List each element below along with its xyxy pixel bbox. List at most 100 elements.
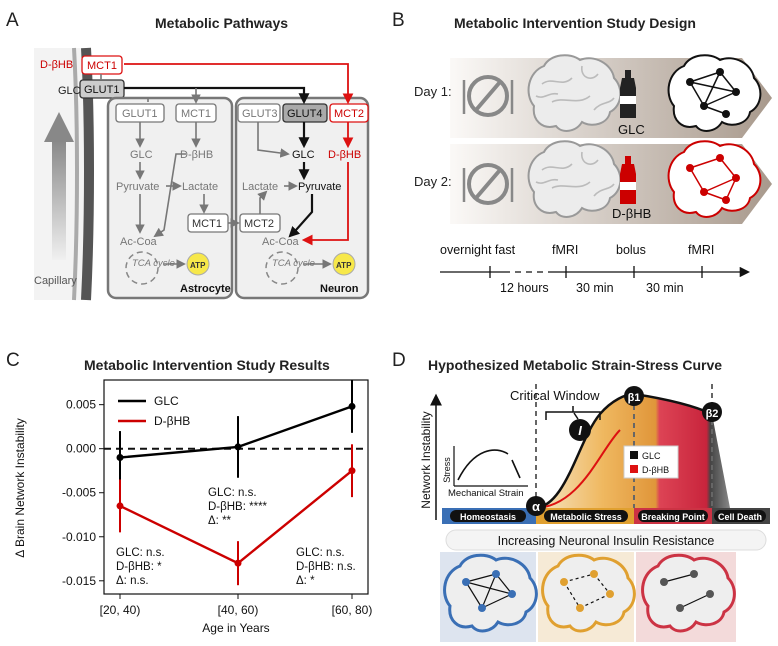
- neuron-lactate: Lactate: [242, 181, 278, 193]
- stage-breaking-point: Breaking Point: [641, 512, 705, 522]
- fast-icon-day2: [462, 163, 514, 205]
- y-tick-label: -0.010: [62, 530, 96, 544]
- annotation-group-1: GLC: n.s. D-βHB: * Δ: n.s.: [116, 547, 165, 587]
- insulin-resistance-banner: Increasing Neuronal Insulin Resistance: [498, 534, 715, 548]
- panel-d-title: Hypothesized Metabolic Strain-Stress Cur…: [428, 357, 722, 373]
- neuron-glut4: GLUT4: [287, 108, 322, 120]
- data-point: [348, 467, 356, 475]
- data-point: [348, 402, 356, 410]
- panel-d: D Hypothesized Metabolic Strain-Stress C…: [392, 350, 770, 642]
- data-point: [116, 502, 124, 510]
- astrocyte-label: Astrocyte: [180, 283, 231, 295]
- panel-c: C Metabolic Intervention Study Results 0…: [6, 350, 372, 635]
- beta2-marker-icon: [702, 402, 722, 422]
- glut1-top-label: GLUT1: [84, 84, 119, 96]
- data-point: [234, 443, 242, 451]
- astro-glut1: GLUT1: [122, 108, 157, 120]
- legend-dbhb: D-βHB: [154, 414, 190, 428]
- neuron-atp: ATP: [336, 261, 352, 270]
- annotation-2-dbhb: D-βHB: ****: [208, 501, 268, 513]
- annotation-group-2: GLC: n.s. D-βHB: **** Δ: **: [208, 487, 268, 527]
- beta1-marker: β1: [628, 392, 641, 404]
- stage-homeostasis: Homeostasis: [460, 512, 516, 522]
- astro-lactate: Lactate: [182, 181, 218, 193]
- strain-legend-glc: GLC: [642, 451, 661, 461]
- panel-a: A Metabolic Pathways Capillary D-βHB MCT…: [6, 10, 370, 301]
- strain-curve-dbhb: [533, 429, 621, 509]
- mct1-mid-label: MCT1: [192, 218, 222, 230]
- neuron-tca: TCA cycle: [272, 258, 315, 269]
- brain-breaking-point: [641, 553, 736, 633]
- y-tick-label: 0.000: [66, 442, 96, 456]
- iota-marker: I: [578, 423, 582, 438]
- neuron-dbhb: D-βHB: [328, 149, 361, 161]
- annotation-1-dbhb: D-βHB: *: [116, 561, 162, 573]
- timeline-overnight-fast: overnight fast: [440, 243, 516, 257]
- mct1-top-label: MCT1: [87, 60, 117, 72]
- legend-glc: GLC: [154, 394, 179, 408]
- neuron-glut3: GLUT3: [242, 108, 277, 120]
- brain-homeostasis: [443, 553, 538, 633]
- beta2-marker: β2: [706, 408, 719, 420]
- day2-dbhb-label: D-βHB: [612, 206, 651, 221]
- annotation-1-delta: Δ: n.s.: [116, 575, 149, 587]
- chart-legend: GLC D-βHB: [118, 394, 190, 428]
- brain-metabolic-stress: [541, 553, 636, 633]
- y-tick-label: 0.005: [66, 398, 96, 412]
- astro-mct1: MCT1: [181, 108, 211, 120]
- chart-series: [116, 380, 356, 586]
- x-tick-label: [60, 80): [332, 603, 373, 617]
- x-tick-label: [20, 40): [100, 603, 141, 617]
- panel-b-title: Metabolic Intervention Study Design: [454, 15, 696, 31]
- day2-label: Day 2:: [414, 174, 452, 189]
- annotation-3-delta: Δ: *: [296, 575, 315, 587]
- blood-flow-arrow-shaft: [52, 140, 66, 260]
- panel-b-letter: B: [392, 10, 405, 31]
- day1-glc-label: GLC: [618, 122, 645, 137]
- chart-frame: [103, 379, 369, 595]
- neuron-atp-icon: [332, 252, 356, 276]
- astro-atp-icon: [186, 252, 210, 276]
- annotation-group-3: GLC: n.s. D-βHB: n.s. Δ: *: [296, 547, 356, 587]
- blood-flow-arrow-icon: [44, 112, 74, 142]
- y-axis-label: Δ Brain Network Instability: [13, 418, 27, 557]
- neuron-acoa: Ac-Coa: [262, 236, 300, 248]
- y-tick-label: -0.005: [62, 486, 96, 500]
- astro-acoa: Ac-Coa: [120, 236, 158, 248]
- astro-pyruvate: Pyruvate: [116, 181, 159, 193]
- panel-c-title: Metabolic Intervention Study Results: [84, 357, 330, 373]
- panel-d-letter: D: [392, 350, 406, 371]
- x-axis-label: Age in Years: [202, 621, 269, 635]
- timeline-12-hours: 12 hours: [500, 281, 549, 295]
- fast-icon-day1: [462, 75, 514, 117]
- annotation-1-glc: GLC: n.s.: [116, 547, 165, 559]
- alpha-marker-icon: [526, 496, 546, 516]
- annotation-2-delta: Δ: **: [208, 515, 232, 527]
- timeline-bolus: bolus: [616, 243, 646, 257]
- timeline-fmri-2: fMRI: [688, 243, 714, 257]
- timeline-30-min-2: 30 min: [646, 281, 684, 295]
- neuron-pyruvate: Pyruvate: [298, 181, 341, 193]
- annotation-2-glc: GLC: n.s.: [208, 487, 257, 499]
- brain-day1-post: [667, 54, 762, 132]
- astro-dbhb: D-βHB: [180, 149, 213, 161]
- bottle-dbhb-icon: [620, 156, 636, 204]
- timeline-fmri-1: fMRI: [552, 243, 578, 257]
- brain-day2-pre: [527, 140, 622, 218]
- astrocyte-box: [106, 96, 234, 300]
- panel-a-letter: A: [6, 10, 19, 31]
- strain-legend-dbhb: D-βHB: [642, 465, 669, 475]
- stage-metabolic-stress: Metabolic Stress: [550, 512, 622, 522]
- stage-cell-death: Cell Death: [718, 512, 762, 522]
- dbhb-input-label: D-βHB: [40, 59, 73, 71]
- annotation-3-dbhb: D-βHB: n.s.: [296, 561, 356, 573]
- strain-curve-glc: [533, 392, 713, 510]
- astro-glc: GLC: [130, 149, 153, 161]
- glc-input-label: GLC: [58, 85, 81, 97]
- day1-label: Day 1:: [414, 84, 452, 99]
- data-point: [116, 453, 124, 461]
- brain-day1-pre: [527, 54, 622, 132]
- x-tick-label: [40, 60): [218, 603, 259, 617]
